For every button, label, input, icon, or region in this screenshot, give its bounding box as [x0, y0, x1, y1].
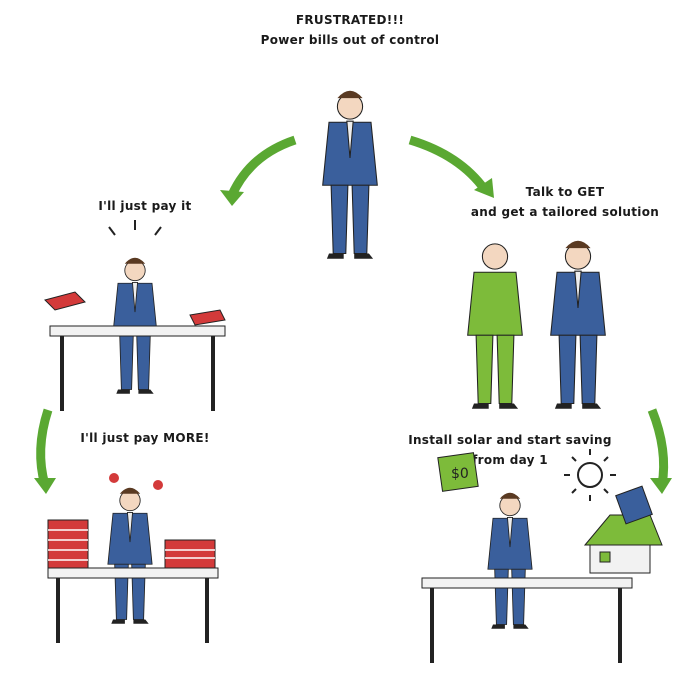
consultation-scene [467, 240, 606, 410]
caption-line: Install solar and start saving [408, 433, 612, 447]
desk-scene-pay-more [47, 473, 219, 643]
arrow-right-top [408, 135, 489, 193]
caption-line: Power bills out of control [260, 33, 440, 47]
caption-line: Talk to GET [525, 185, 605, 199]
frustrated-man [322, 90, 378, 260]
solar-house-icon [583, 485, 663, 574]
arrow-left-down [36, 408, 53, 487]
caption-install-solar: Install solar and start saving from day … [400, 430, 620, 470]
caption-frustrated: FRUSTRATED!!! Power bills out of control [230, 10, 470, 50]
caption-talk-to-get: Talk to GET and get a tailored solution [450, 182, 680, 222]
caption-line: from day 1 [472, 453, 548, 467]
desk-scene-pay-it [44, 220, 226, 411]
arrowhead-icon [474, 178, 494, 198]
caption-pay-it: I'll just pay it [98, 199, 192, 213]
caption-line: FRUSTRATED!!! [295, 13, 405, 27]
money-label: $0 [451, 466, 469, 482]
arrowhead-icon [220, 190, 244, 206]
solar-scene: $0 [421, 449, 663, 663]
arrow-right-down [647, 408, 669, 486]
money-note [437, 452, 479, 492]
arrowhead-icon [34, 478, 56, 494]
caption-line: and get a tailored solution [470, 205, 660, 219]
arrow-left-top [227, 135, 297, 197]
sun-icon [564, 449, 616, 501]
arrowhead-icon [650, 478, 672, 494]
caption-pay-more: I'll just pay MORE! [80, 431, 210, 445]
